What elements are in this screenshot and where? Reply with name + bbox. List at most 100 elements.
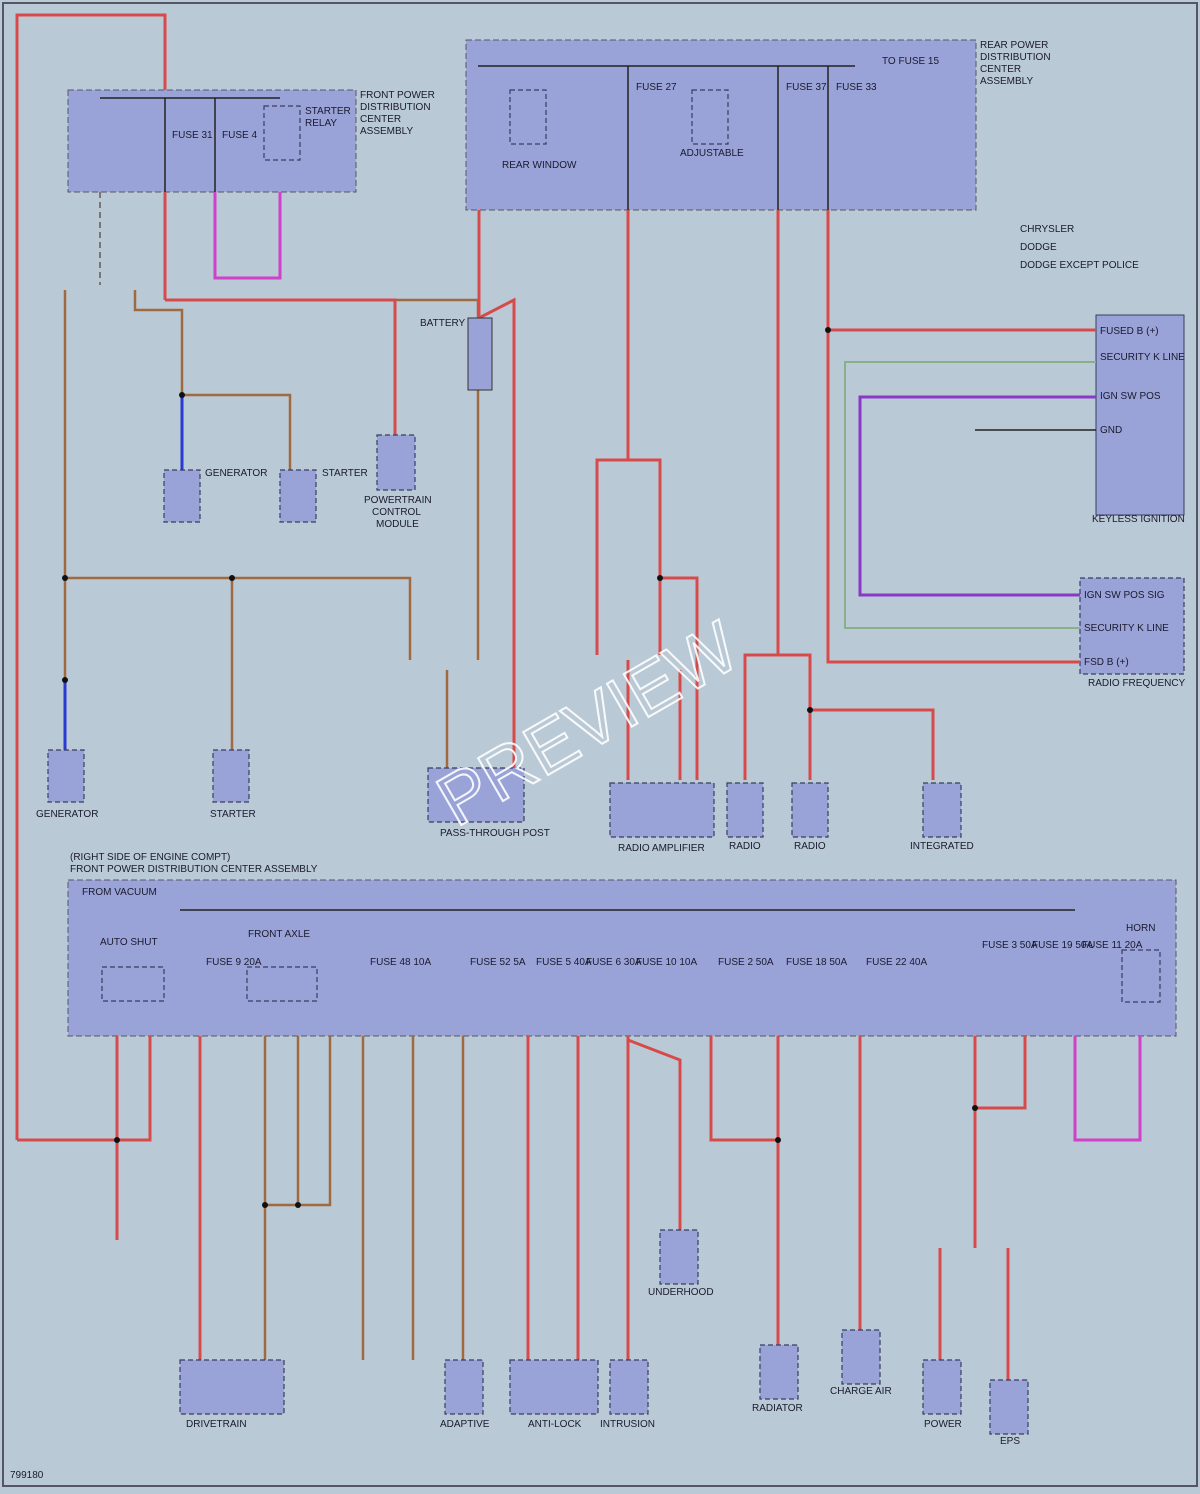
svg-text:CONTROL: CONTROL: [372, 507, 421, 518]
psp-label: POWER: [924, 1419, 962, 1430]
fuse22-label: FUSE 22 40A: [866, 957, 927, 968]
starter-top: [279, 469, 317, 523]
splice-sa230a: [657, 575, 663, 581]
wire-red-org-2b: [709, 1036, 778, 1142]
kin-pin-3: IGN SW POS: [1100, 391, 1161, 402]
kin-label: KEYLESS IGNITION: [1092, 514, 1185, 525]
fuse52-label: FUSE 52 5A: [470, 957, 526, 968]
fuse27-label: FUSE 27: [636, 82, 677, 93]
generator-top: [163, 469, 201, 523]
wire-vio-red-loop: [213, 192, 282, 280]
fuse6-label: FUSE 6 30A: [586, 957, 642, 968]
wire-red-battery: [477, 210, 516, 768]
fuse48-label: FUSE 48 10A: [370, 957, 431, 968]
wire-vio-red-horn: [1073, 1036, 1142, 1142]
wire-red-tan-feed: [15, 13, 167, 1140]
svg-text:DISTRIBUTION: DISTRIBUTION: [360, 102, 431, 113]
eps-label: EPS: [1000, 1436, 1020, 1447]
generator-top-label: GENERATOR: [205, 468, 267, 479]
battery-symbol: [467, 317, 493, 391]
acc-box: [444, 1359, 484, 1415]
starter-relay-label: STARTER: [305, 106, 351, 117]
kin-pin-2: SECURITY K LINE: [1100, 352, 1185, 363]
defogger-label: REAR WINDOW: [502, 160, 577, 171]
wire-red-brn-p23: [628, 458, 662, 655]
passthrough-post: [427, 767, 525, 823]
fuse10-label: FUSE 10 10A: [636, 957, 697, 968]
generator-bottom-label: GENERATOR: [36, 809, 98, 820]
splice-sa910c: [825, 327, 831, 333]
cacp-box: [841, 1329, 881, 1385]
fuse37-label: FUSE 37: [786, 82, 827, 93]
rfh-pin-2: SECURITY K LINE: [1084, 623, 1169, 634]
uhl-box: [659, 1229, 699, 1285]
generator-bottom: [47, 749, 85, 803]
rfh-pin-1: IGN SW POS SIG: [1084, 590, 1165, 601]
splice-sa381a: [114, 1137, 120, 1143]
asd-label: AUTO SHUT: [100, 937, 158, 948]
rcfm-box: [759, 1344, 799, 1400]
rcfm-label: RADIATOR: [752, 1403, 803, 1414]
dtcm-box: [179, 1359, 285, 1415]
defogger-relay: [509, 89, 547, 145]
legend-1: CHRYSLER: [1020, 224, 1074, 235]
wire-brn-red-2: [133, 290, 292, 470]
eps-box: [989, 1379, 1029, 1435]
radio-amp-label: RADIO AMPLIFIER: [618, 843, 705, 854]
fuse4-label: FUSE 4: [222, 130, 257, 141]
svg-text:FRONT POWER DISTRIBUTION CENTE: FRONT POWER DISTRIBUTION CENTER ASSEMBLY: [70, 864, 318, 875]
its-box: [609, 1359, 649, 1415]
starter-bottom: [212, 749, 250, 803]
starter-bottom-label: STARTER: [210, 809, 256, 820]
kin-pin-1: FUSED B (+): [1100, 326, 1159, 337]
starter-relay: [263, 105, 301, 161]
front-pdc-bottom-title: (RIGHT SIDE OF ENGINE COMPT): [70, 852, 230, 863]
splice-sf946e-a: [262, 1202, 268, 1208]
fuse31-label: FUSE 31: [172, 130, 213, 141]
diagram-id: 799180: [10, 1470, 44, 1481]
dtcm-label: DRIVETRAIN: [186, 1419, 247, 1430]
svg-text:RELAY: RELAY: [305, 118, 337, 129]
fuse33-label: FUSE 33: [836, 82, 877, 93]
kin-module-box: [1095, 314, 1185, 516]
rear-pdc-title: REAR POWER: [980, 40, 1048, 51]
battery-label: BATTERY: [420, 318, 466, 329]
wire-red-lamp: [627, 1038, 682, 1230]
svg-text:DISTRIBUTION: DISTRIBUTION: [980, 52, 1051, 63]
fuse18-label: FUSE 18 50A: [786, 957, 847, 968]
asd-relay: [101, 966, 165, 1002]
svg-text:CENTER: CENTER: [360, 114, 401, 125]
splice-sa951: [972, 1105, 978, 1111]
uhl-label: UNDERHOOD: [648, 1287, 714, 1298]
svg-text:ASSEMBLY: ASSEMBLY: [360, 126, 413, 137]
starter-top-label: STARTER: [322, 468, 368, 479]
cacp-label: CHARGE AIR: [830, 1386, 892, 1397]
fuse19-label: FUSE 19 50A: [1032, 940, 1093, 951]
fuse5-label: FUSE 5 40A: [536, 957, 592, 968]
wire-brn-red-bus: [65, 576, 412, 660]
abs-box: [509, 1359, 599, 1415]
horn-label: HORN: [1126, 923, 1155, 934]
axle-relay: [246, 966, 318, 1002]
to-fuse15: TO FUSE 15: [882, 56, 939, 67]
svg-text:CENTER: CENTER: [980, 64, 1021, 75]
pedals-relay: [691, 89, 729, 145]
fuse2-label: FUSE 2 50A: [718, 957, 774, 968]
wire-red-radio2: [778, 653, 812, 780]
splice-sf946e-b: [295, 1202, 301, 1208]
wire-red-brn-27b: [595, 210, 630, 655]
axle-label: FRONT AXLE: [248, 929, 310, 940]
abs-label: ANTI-LOCK: [528, 1419, 582, 1430]
rfh-label: RADIO FREQUENCY: [1088, 678, 1186, 689]
front-pdc-top-title: FRONT POWER: [360, 90, 435, 101]
fuse11-label: FUSE 11 20A: [1082, 940, 1143, 951]
legend-3: DODGE EXCEPT POLICE: [1020, 260, 1139, 271]
splice-sa11r: [62, 575, 68, 581]
splice-sa933b: [807, 707, 813, 713]
wire-red-tan-63a: [17, 1036, 119, 1142]
vacuum-label: FROM VACUUM: [82, 887, 157, 898]
fuse3-label: FUSE 3 50A: [982, 940, 1038, 951]
